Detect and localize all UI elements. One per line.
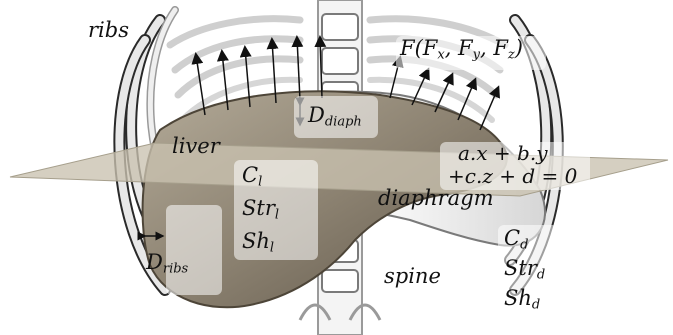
label-spine: spine [384,266,441,287]
force-sep-1: , F [445,36,473,60]
sh-l-sub: l [270,240,274,255]
label-ribs: ribs [88,20,129,41]
d-ribs-main: D [146,250,163,274]
c-l-main: C [242,163,258,187]
label-d-diaph: Ddiaph [308,105,362,128]
label-liver: liver [172,136,220,157]
label-c-l: Cl [242,165,262,188]
d-ribs-label-box [166,205,222,295]
label-plane-eq-line2: +c.z + d = 0 [448,166,577,186]
force-close: ) [515,36,523,60]
d-diaph-sub: diaph [325,114,362,129]
label-d-ribs: Dribs [146,252,188,275]
c-d-sub: d [520,237,528,252]
str-d-main: Str [504,256,537,280]
sh-l-main: Sh [242,229,270,253]
sh-d-main: Sh [504,286,532,310]
sh-d-sub: d [532,297,540,312]
label-diaphragm: diaphragm [378,188,494,209]
label-sh-l: Shl [242,231,274,254]
d-diaph-main: D [308,103,325,127]
label-plane-eq-line1: a.x + b.y [458,143,548,163]
str-d-sub: d [537,267,545,282]
label-c-d: Cd [504,228,528,251]
str-l-main: Str [242,196,275,220]
label-sh-d: Shd [504,288,540,311]
label-str-d: Strd [504,258,545,281]
force-sub-x: x [437,47,444,62]
c-l-sub: l [258,174,262,189]
force-prefix: F(F [400,36,437,60]
label-force: F(Fx, Fy, Fz) [400,38,523,61]
d-ribs-sub: ribs [163,261,188,276]
str-l-sub: l [275,207,279,222]
force-sub-y: y [473,47,480,62]
label-str-l: Strl [242,198,279,221]
force-sep-2: , F [480,36,508,60]
c-d-main: C [504,226,520,250]
force-sub-z: z [508,47,515,62]
